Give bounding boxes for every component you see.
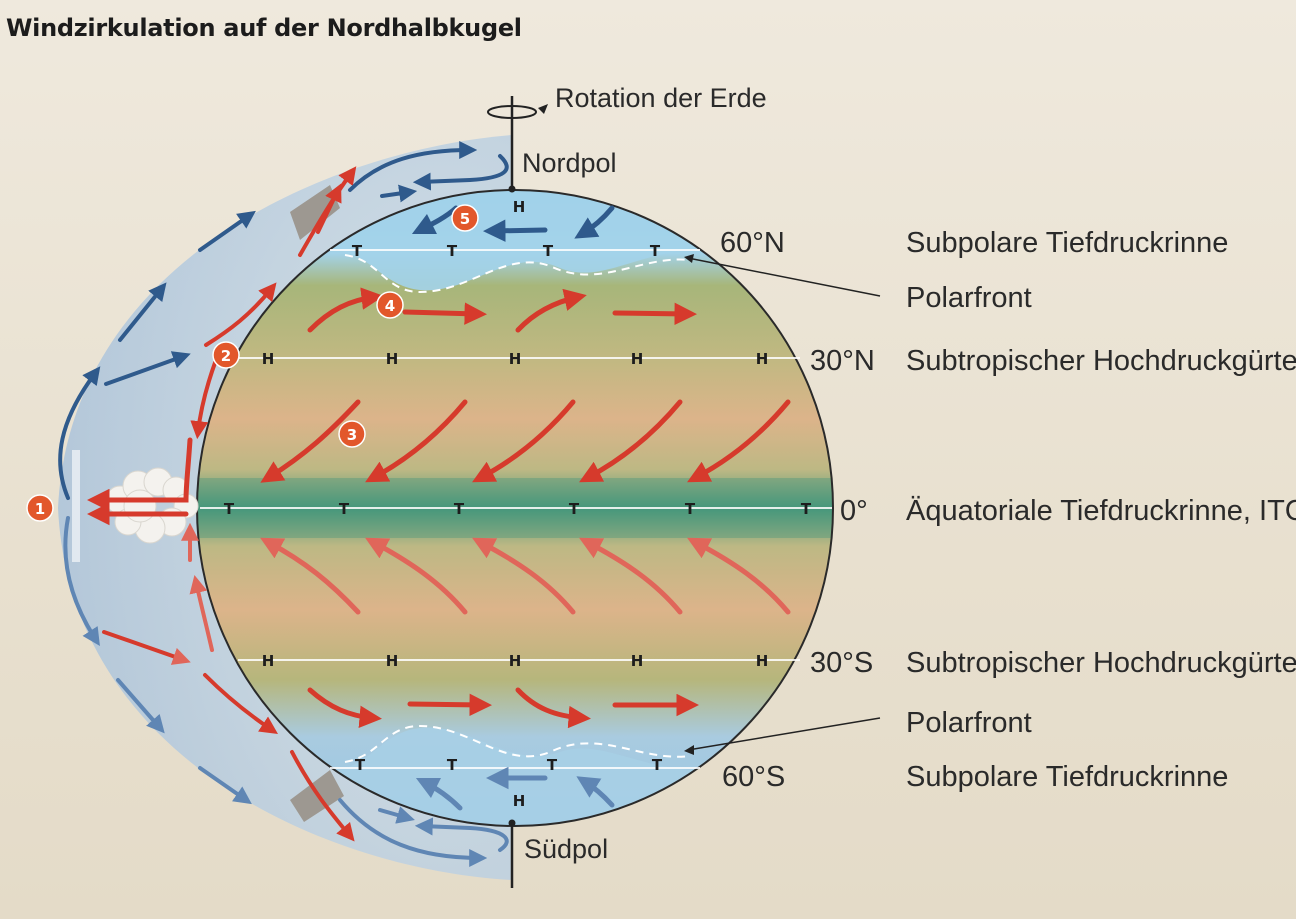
high-30s-2: H [386,652,399,670]
lat-30n-label: 30°N [810,345,875,377]
low-60s-2: T [447,756,458,774]
lat-0-label: 0° [840,495,868,527]
low-itc-6: T [801,500,812,518]
svg-text:5: 5 [460,210,470,228]
zone-polarfront-south: Polarfront [906,707,1032,739]
high-30s-1: H [262,652,275,670]
leader-polarfront-north [687,257,881,297]
lat-60s-label: 60°S [722,761,785,793]
pressure-letters: H T T T T H H H H H T T T T T T H H H H H T T T T H [224,198,812,810]
north-pole-label: Nordpol [522,148,617,178]
zone-polarfront-north: Polarfront [906,282,1032,314]
page-title: Windzirkulation auf der Nordhalbkugel [6,14,522,42]
high-30s-5: H [756,652,769,670]
svg-text:1: 1 [35,500,45,518]
rotation-icon [487,105,537,119]
low-60n-4: T [650,242,661,260]
low-itc-2: T [339,500,350,518]
badge-2: 2 [212,341,240,369]
high-30s-3: H [509,652,522,670]
south-pole-label: Südpol [524,834,608,864]
leader-polarfront-south [687,717,881,751]
low-60n-2: T [447,242,458,260]
zone-subtropical-south: Subtropischer Hochdruckgürtel [906,647,1296,679]
latitude-lines [200,249,832,769]
zone-subpolar-south: Subpolare Tiefdruckrinne [906,761,1228,793]
svg-text:3: 3 [347,426,357,444]
badge-5: 5 [451,204,479,232]
zone-subpolar-north: Subpolare Tiefdruckrinne [906,227,1228,259]
zone-equatorial: Äquatoriale Tiefdruckrinne, ITC [906,495,1296,527]
lat-30s-label: 30°S [810,647,873,679]
badge-4: 4 [376,291,404,319]
zone-subtropical-north: Subtropischer Hochdruckgürtel [906,345,1296,377]
badge-3: 3 [338,420,366,448]
low-itc-1: T [224,500,235,518]
south-pole-high: H [513,792,526,810]
north-pole-high: H [513,198,526,216]
low-itc-5: T [685,500,696,518]
itc-cloud-column [72,450,80,562]
svg-text:4: 4 [385,297,395,315]
high-30n-2: H [386,350,399,368]
high-30n-3: H [509,350,522,368]
globe-wind-arrows [260,205,791,811]
polar-front-north [344,254,691,294]
low-60n-1: T [352,242,363,260]
low-60s-1: T [355,756,366,774]
polar-front-south [344,724,691,763]
circulation-cell-arrows [58,141,509,867]
high-30n-5: H [756,350,769,368]
low-itc-3: T [454,500,465,518]
badge-1: 1 [26,494,54,522]
lat-60n-label: 60°N [720,227,785,259]
svg-text:2: 2 [221,347,231,365]
high-30s-4: H [631,652,644,670]
low-60n-3: T [543,242,554,260]
low-60s-4: T [652,756,663,774]
high-30n-4: H [631,350,644,368]
high-30n-1: H [262,350,275,368]
low-itc-4: T [569,500,580,518]
low-60s-3: T [547,756,558,774]
rotation-label: Rotation der Erde [555,83,767,113]
